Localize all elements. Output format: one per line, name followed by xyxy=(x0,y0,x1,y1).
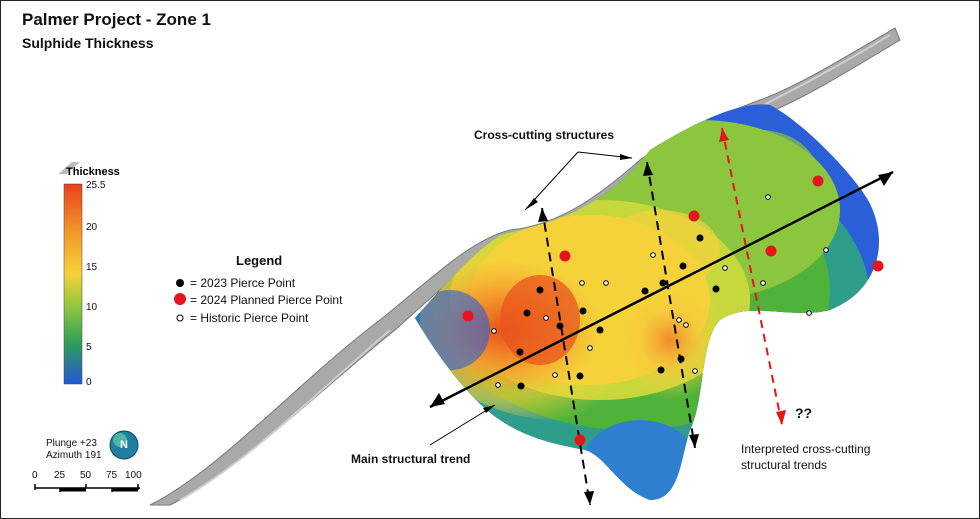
colorbar xyxy=(58,162,83,385)
pierce-points-2024 xyxy=(462,175,884,446)
scale-label: 50 xyxy=(80,470,92,481)
legend-item-historic: = Historic Pierce Point xyxy=(190,311,309,325)
cross-cut-line-2 xyxy=(646,161,696,449)
colorbar-title: Thickness xyxy=(66,166,120,178)
main-trend-arrowhead-ne xyxy=(878,172,893,186)
question-label: ?? xyxy=(795,405,813,421)
colorbar-tick: 5 xyxy=(86,342,92,353)
scale-bar xyxy=(34,484,140,492)
colorbar-tick: 25.5 xyxy=(86,180,106,191)
pierce-points-2023 xyxy=(516,234,720,390)
scale-label: 0 xyxy=(32,470,38,481)
plunge-label: Plunge +23 xyxy=(46,438,97,449)
legend-historic-symbol xyxy=(176,314,184,322)
interpreted-line xyxy=(721,127,783,426)
main-trend-arrowhead-sw xyxy=(430,393,445,407)
scale-label: 25 xyxy=(54,470,66,481)
colorbar-tick: 10 xyxy=(86,302,98,313)
cross-cut-line-1 xyxy=(541,207,591,506)
colorbar-tick: 20 xyxy=(86,222,98,233)
colorbar-tick: 0 xyxy=(86,377,92,388)
scale-label: 100 xyxy=(125,470,142,481)
main-trend-line xyxy=(429,170,894,409)
legend-2023-symbol xyxy=(176,279,184,287)
scale-label: 75 xyxy=(106,470,118,481)
colorbar-tick: 15 xyxy=(86,262,98,273)
interpreted-label-line2: structural trends xyxy=(741,458,828,472)
legend-item-2023: = 2023 Pierce Point xyxy=(190,276,296,290)
legend-2024-symbol xyxy=(174,293,186,305)
north-letter: N xyxy=(120,439,128,451)
main-trend-label: Main structural trend xyxy=(351,452,471,466)
north-compass-icon xyxy=(109,430,139,460)
interpreted-label-line1: Interpreted cross-cutting xyxy=(741,442,871,456)
legend-item-2024: = 2024 Planned Pierce Point xyxy=(190,293,343,307)
cross-cutting-label: Cross-cutting structures xyxy=(474,128,615,142)
pierce-points-historic xyxy=(491,194,829,388)
page-subtitle: Sulphide Thickness xyxy=(22,35,154,51)
azimuth-label: Azimuth 191 xyxy=(46,450,102,461)
page-title: Palmer Project - Zone 1 xyxy=(22,10,211,29)
legend-title: Legend xyxy=(236,253,283,268)
